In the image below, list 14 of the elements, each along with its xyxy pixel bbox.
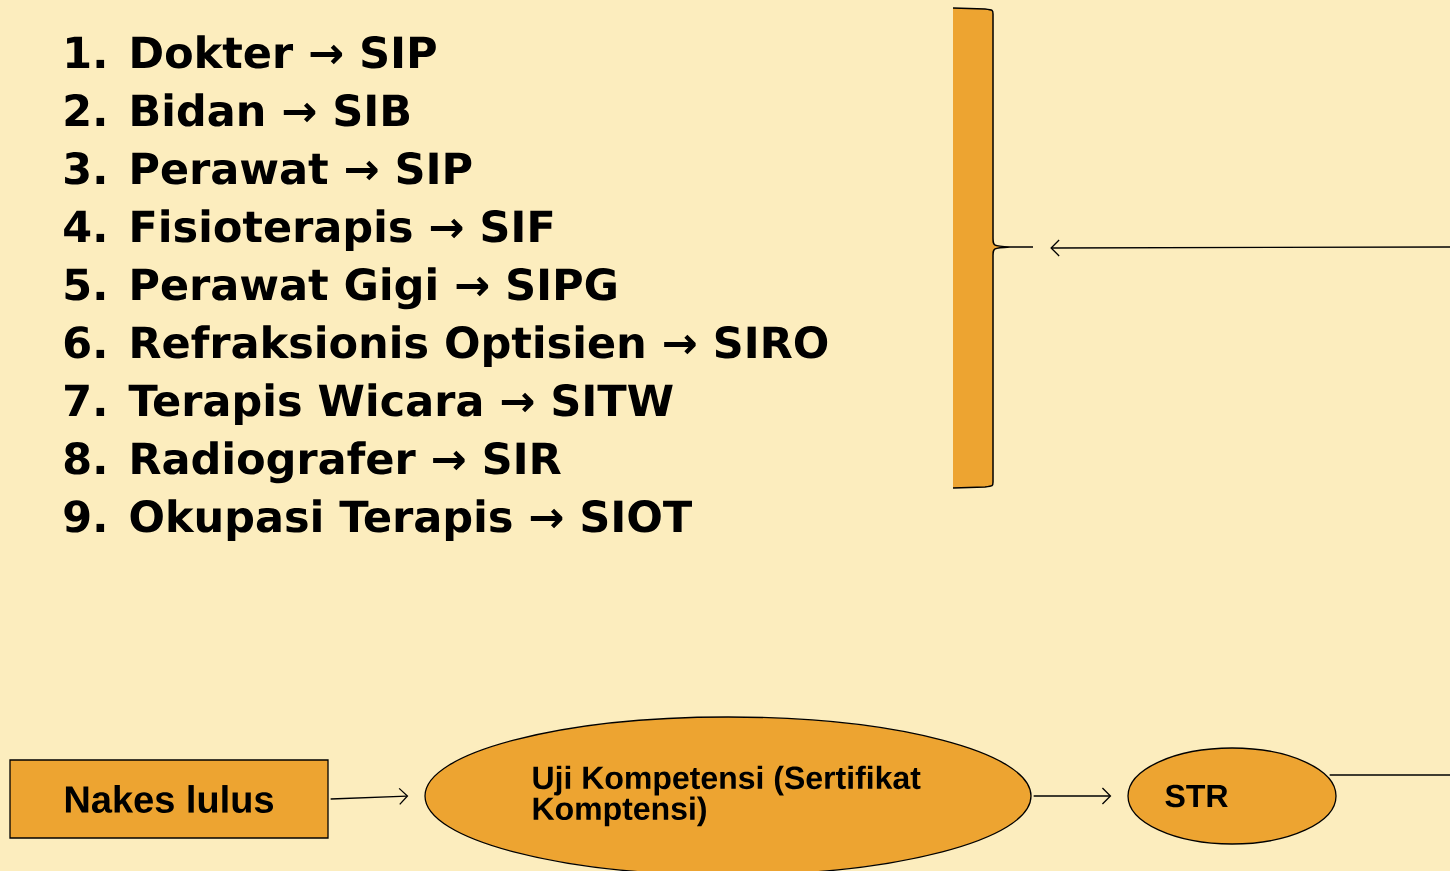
- list-item: 8. Radiografer → SIR: [64, 441, 561, 484]
- list-item: 4. Fisioterapis → SIF: [64, 209, 553, 251]
- list-item: 3. Perawat → SIP: [65, 152, 472, 185]
- list-item: 5. Perawat Gigi → SIPG: [65, 267, 616, 310]
- arrow: [1050, 239, 1450, 257]
- process-box: Nakes lulus: [9, 759, 329, 839]
- brace-shape: [952, 7, 1034, 489]
- arrow: [330, 787, 409, 805]
- arrow: [1033, 787, 1112, 805]
- list-item: 6. Refraksionis Optisien → SIRO: [64, 325, 828, 367]
- list-item: 1. Dokter → SIP: [67, 35, 436, 69]
- list-item: 2. Bidan → SIB: [65, 93, 410, 127]
- list-item: 7. Terapis Wicara → SITW: [65, 383, 673, 425]
- list-item: 9. Okupasi Terapis → SIOT: [64, 499, 692, 541]
